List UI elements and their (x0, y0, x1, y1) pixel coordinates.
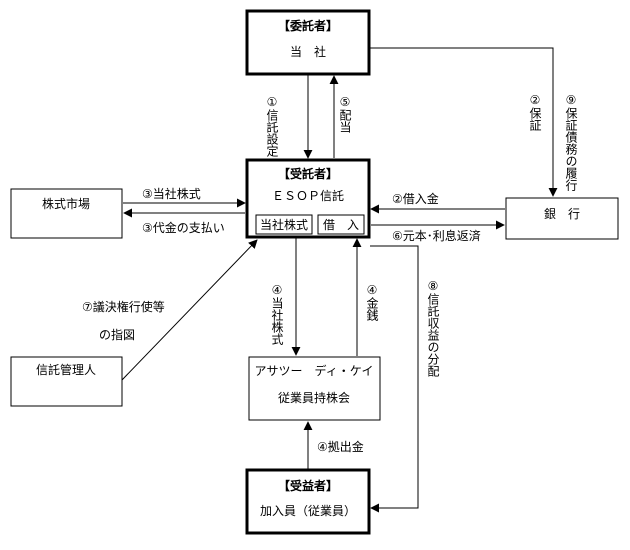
label-shares-to-association: ④当社株式 (270, 283, 284, 345)
jutakusha-cell-borrowing-label: 借 入 (323, 218, 359, 232)
trust-admin-box: 信託管理人 (10, 356, 123, 407)
trust-admin-label: 信託管理人 (36, 362, 96, 377)
jutakusha-cell-borrowing (317, 214, 365, 235)
label-repayment: ⑥元本･利息返済 (392, 228, 481, 243)
juekisha-box: 【受益者】 加入員（従業員） (245, 468, 371, 535)
itakusha-box: 【委託者】 当 社 (245, 9, 371, 76)
juekisha-label: 加入員（従業員） (260, 504, 356, 518)
market-label: 株式市場 (42, 196, 90, 211)
itakusha-title: 【委託者】 (278, 18, 338, 33)
arrow-trust-distribution (370, 245, 419, 513)
jutakusha-cell-shares (255, 214, 313, 235)
label-trust-distribution: ⑧信託収益の分配 (426, 279, 440, 377)
esop-association-name: アサツー ディ・ケイ (255, 363, 374, 378)
arrow-voting-instruction (121, 239, 258, 381)
label-guarantee-performance: ⑨保証債務の履行 (564, 93, 578, 191)
label-money-to-trust: ④金銭 (365, 283, 379, 321)
label-dividend: ⑤配当 (338, 95, 352, 133)
label-contribution: ④拠出金 (317, 439, 364, 454)
arrow-guarantee (370, 47, 558, 197)
bank-label: 銀 行 (544, 207, 580, 221)
market-box: 株式市場 (10, 188, 123, 239)
label-trust-setup: ①信託設定 (265, 95, 279, 158)
label-voting-line2: の指図 (99, 327, 135, 342)
label-market-payment: ③代金の支払い (142, 220, 225, 235)
label-market-shares: ③当社株式 (142, 186, 201, 201)
itakusha-label: 当 社 (290, 44, 326, 59)
juekisha-title: 【受益者】 (278, 478, 338, 493)
esop-association-label: 従業員持株会 (278, 390, 350, 405)
label-voting-line1: ⑦議決権行使等 (82, 299, 165, 314)
jutakusha-label: ＥＳＯＰ信託 (272, 188, 344, 203)
label-loan: ②借入金 (392, 191, 439, 206)
jutakusha-box: 【受託者】 ＥＳＯＰ信託 当社株式 借 入 (245, 158, 371, 239)
jutakusha-title: 【受託者】 (278, 166, 338, 181)
bank-box: 銀 行 (505, 197, 619, 240)
label-guarantee: ②保証 (528, 93, 542, 131)
jutakusha-cell-shares-label: 当社株式 (260, 217, 308, 232)
esop-association-box: アサツー ディ・ケイ 従業員持株会 (248, 356, 381, 421)
